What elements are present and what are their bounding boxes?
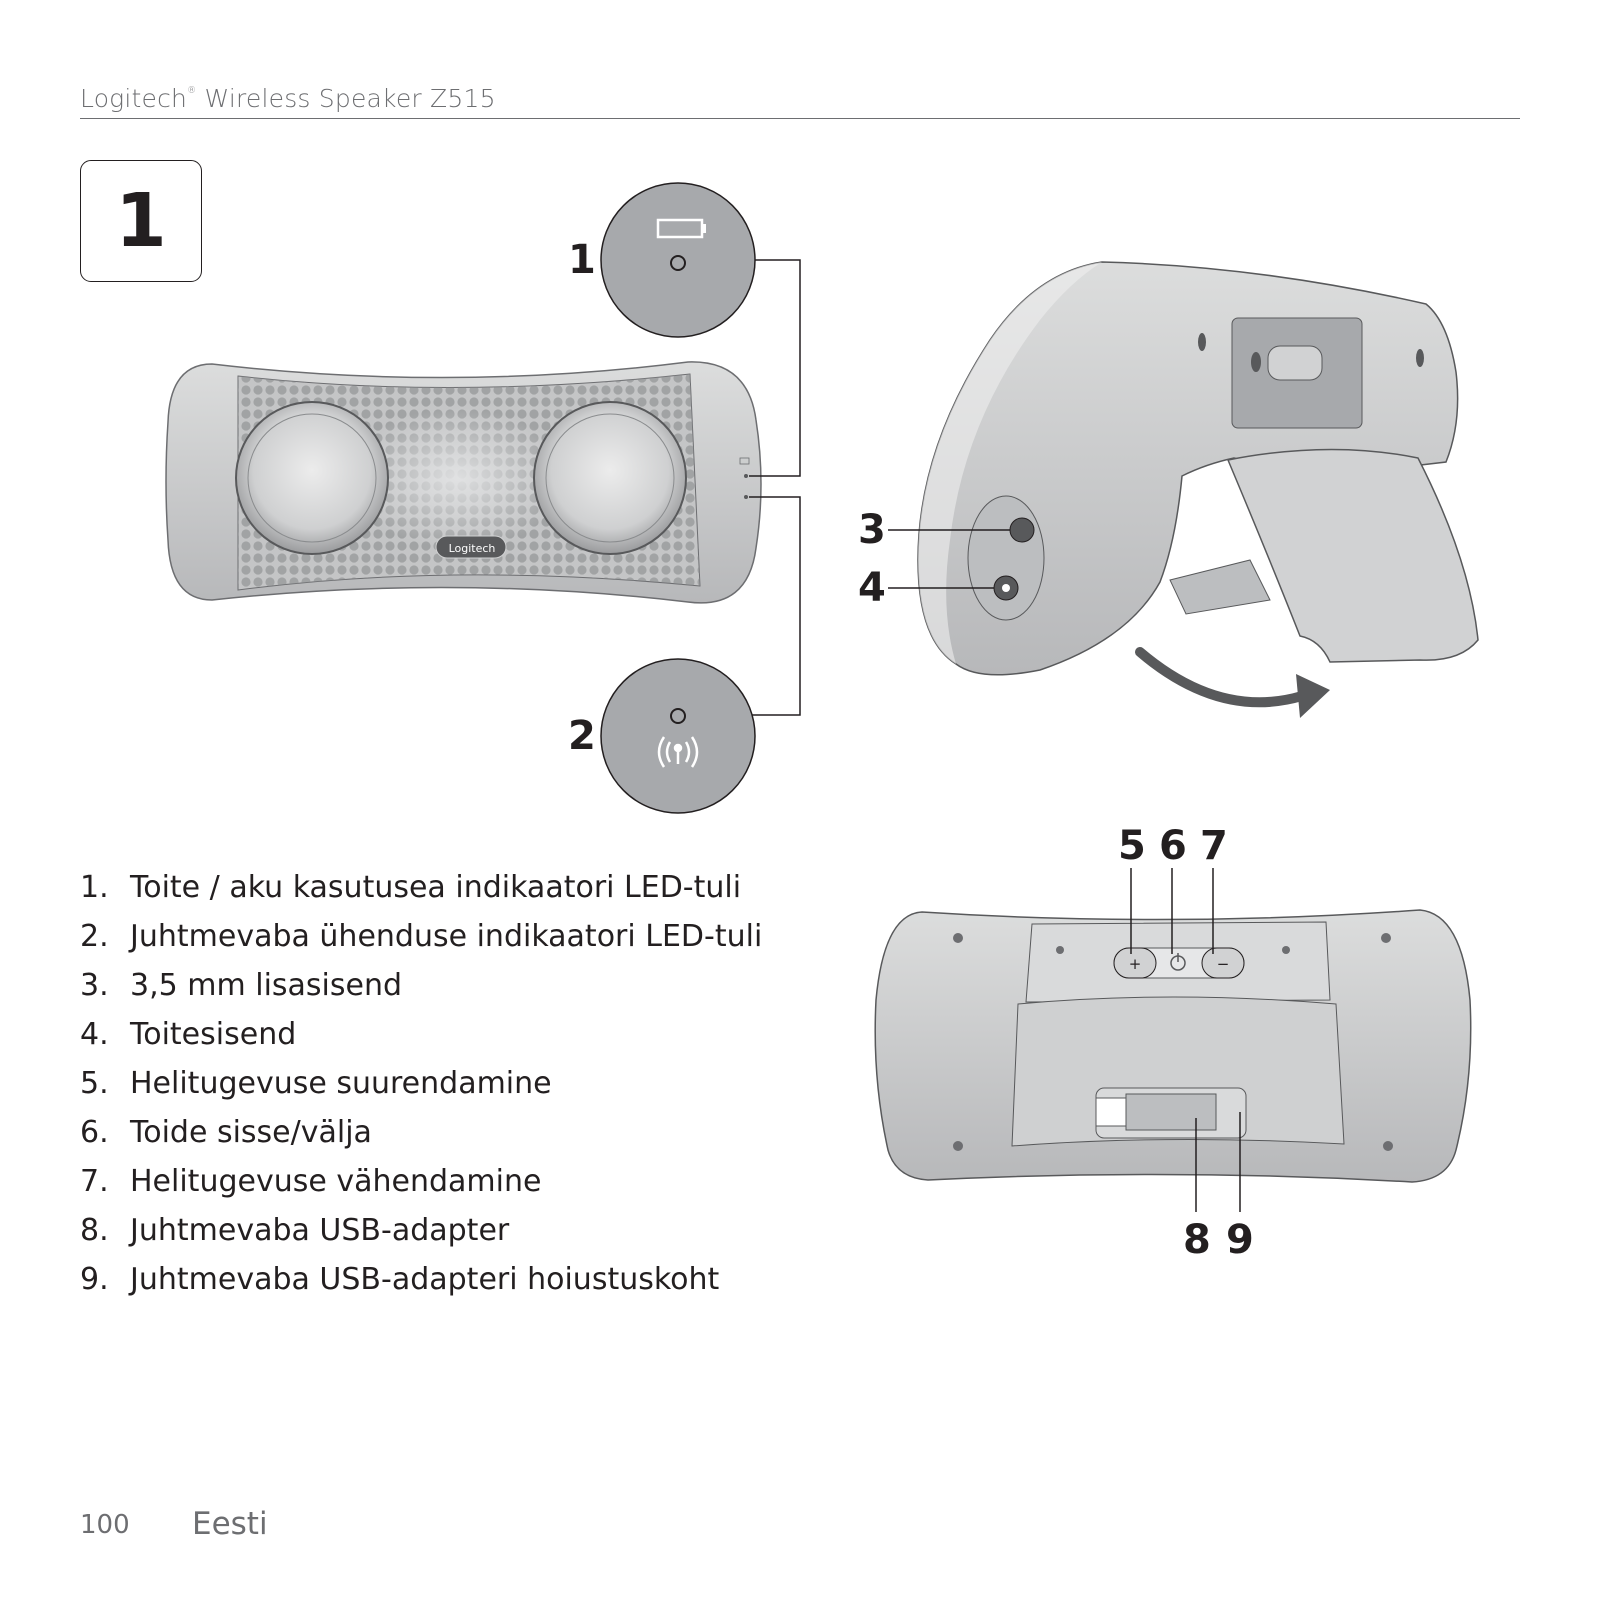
legend-number: 4. bbox=[80, 1017, 109, 1052]
legend-item: 8. Juhtmevaba USB-adapter bbox=[80, 1211, 762, 1260]
legend-number: 5. bbox=[80, 1066, 109, 1101]
header-rule bbox=[80, 118, 1520, 119]
speaker-side-view bbox=[917, 261, 1479, 718]
callout-5: 5 bbox=[1118, 823, 1146, 869]
page-header: Logitech® Wireless Speaker Z515 bbox=[80, 84, 496, 113]
minus-label: − bbox=[1217, 955, 1230, 973]
legend-number: 7. bbox=[80, 1164, 109, 1199]
brand-name: Logitech bbox=[80, 84, 188, 113]
legend-text: Helitugevuse suurendamine bbox=[130, 1066, 552, 1101]
legend-item: 5. Helitugevuse suurendamine bbox=[80, 1064, 762, 1113]
legend-item: 4. Toitesisend bbox=[80, 1015, 762, 1064]
right-driver bbox=[533, 401, 687, 555]
legend-text: Juhtmevaba USB-adapter bbox=[130, 1213, 510, 1248]
legend-item: 7. Helitugevuse vähendamine bbox=[80, 1162, 762, 1211]
usb-connector bbox=[1095, 1097, 1127, 1127]
legend-number: 9. bbox=[80, 1262, 109, 1297]
rotate-arrow bbox=[1135, 647, 1307, 708]
parts-legend: 1. Toite / aku kasutusea indikaatori LED-… bbox=[80, 868, 762, 1309]
legend-text: Toide sisse/välja bbox=[130, 1115, 372, 1150]
callout-3: 3 bbox=[858, 507, 886, 553]
legend-item: 1. Toite / aku kasutusea indikaatori LED-… bbox=[80, 868, 762, 917]
legend-text: Juhtmevaba ühenduse indikaatori LED-tuli bbox=[130, 919, 763, 954]
power-button[interactable] bbox=[1170, 953, 1186, 971]
product-name: Wireless Speaker Z515 bbox=[196, 84, 496, 113]
plus-label: + bbox=[1129, 955, 1142, 973]
legend-item: 6. Toide sisse/välja bbox=[80, 1113, 762, 1162]
registered-mark: ® bbox=[187, 86, 197, 96]
legend-number: 3. bbox=[80, 968, 109, 1003]
speaker-rear-view: + − bbox=[874, 909, 1472, 1183]
callout-9: 9 bbox=[1226, 1217, 1254, 1263]
legend-text: Toite / aku kasutusea indikaatori LED-tu… bbox=[130, 870, 742, 905]
step-number-box: 1 bbox=[80, 160, 202, 282]
callout-4: 4 bbox=[858, 565, 886, 611]
power-led bbox=[744, 474, 748, 478]
legend-number: 2. bbox=[80, 919, 109, 954]
usb-adapter[interactable] bbox=[1125, 1093, 1217, 1131]
logitech-badge bbox=[435, 535, 507, 559]
kickstand bbox=[1226, 448, 1479, 663]
callout-6: 6 bbox=[1159, 823, 1187, 869]
legend-text: Toitesisend bbox=[130, 1017, 297, 1052]
legend-text: Juhtmevaba USB-adapteri hoiustuskoht bbox=[130, 1262, 720, 1297]
legend-text: Helitugevuse vähendamine bbox=[130, 1164, 542, 1199]
callout-8: 8 bbox=[1183, 1217, 1211, 1263]
aux-input-jack bbox=[1009, 517, 1035, 543]
legend-item: 2. Juhtmevaba ühenduse indikaatori LED-tu… bbox=[80, 917, 762, 966]
volume-up-button[interactable] bbox=[1113, 947, 1157, 979]
legend-item: 9. Juhtmevaba USB-adapteri hoiustuskoht bbox=[80, 1260, 762, 1309]
badge-text: Logitech bbox=[449, 542, 496, 555]
volume-down-button[interactable] bbox=[1201, 947, 1245, 979]
callout-7: 7 bbox=[1200, 823, 1228, 869]
legend-number: 8. bbox=[80, 1213, 109, 1248]
zoom-power-led bbox=[600, 182, 756, 338]
step-number: 1 bbox=[115, 178, 167, 264]
left-driver bbox=[235, 401, 389, 555]
legend-number: 6. bbox=[80, 1115, 109, 1150]
speaker-front-view: Logitech bbox=[165, 361, 762, 604]
wireless-led bbox=[744, 495, 748, 499]
legend-item: 3. 3,5 mm lisasisend bbox=[80, 966, 762, 1015]
legend-number: 1. bbox=[80, 870, 109, 905]
zoom-wireless-led bbox=[600, 658, 756, 814]
page-number: 100 bbox=[80, 1510, 130, 1540]
wireless-icon bbox=[657, 736, 699, 768]
legend-text: 3,5 mm lisasisend bbox=[130, 968, 403, 1003]
language-label: Eesti bbox=[192, 1506, 268, 1542]
callout-1: 1 bbox=[568, 237, 596, 283]
callout-2: 2 bbox=[568, 713, 596, 759]
